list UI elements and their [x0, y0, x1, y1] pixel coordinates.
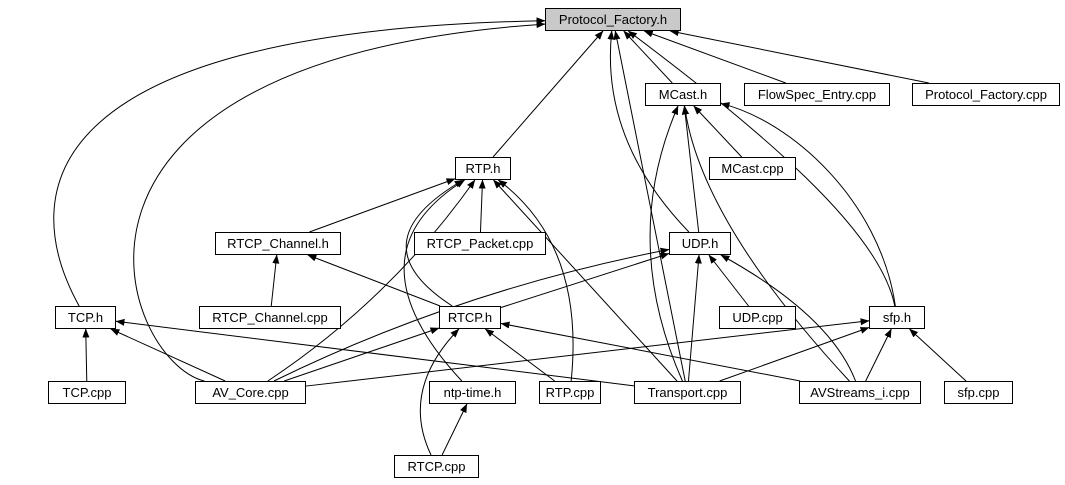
edge-udp-cpp-to-udp-h — [708, 254, 749, 307]
graph-node-protocol-factory-h[interactable]: Protocol_Factory.h — [545, 8, 681, 31]
edge-avstreams-i-cpp-to-mcast-h — [682, 105, 850, 382]
graph-node-flowspec-entry-cpp[interactable]: FlowSpec_Entry.cpp — [744, 83, 890, 106]
edge-sfp-h-to-mcast-h — [720, 102, 896, 307]
edge-av-core-cpp-to-tcp-h — [110, 328, 226, 382]
edge-ntp-time-h-to-rtp-h — [403, 179, 466, 382]
graph-node-mcast-cpp[interactable]: MCast.cpp — [709, 157, 796, 180]
edge-transport-cpp-to-tcp-h — [115, 318, 635, 387]
edge-rtcp-channel-h-to-rtp-h — [309, 178, 456, 233]
edge-udp-h-to-protocol-factory-h — [607, 30, 690, 233]
edge-flowspec-entry-cpp-to-protocol-factory-h — [643, 30, 786, 84]
edge-tcp-cpp-to-tcp-h — [82, 328, 90, 382]
graph-node-rtp-cpp[interactable]: RTP.cpp — [539, 381, 601, 404]
edge-av-core-cpp-to-sfp-h — [305, 318, 870, 387]
graph-node-transport-cpp[interactable]: Transport.cpp — [634, 381, 741, 404]
edge-udp-h-to-mcast-h — [681, 105, 700, 233]
edge-rtcp-h-to-udp-h — [500, 252, 670, 309]
graph-node-protocol-factory-cpp[interactable]: Protocol_Factory.cpp — [912, 83, 1060, 106]
edge-sfp-cpp-to-sfp-h — [909, 328, 967, 382]
edge-rtcp-cpp-to-ntp-time-h — [441, 403, 468, 456]
edge-avstreams-i-cpp-to-sfp-h — [865, 328, 892, 382]
edge-transport-cpp-to-sfp-h — [719, 327, 870, 382]
edge-av-core-cpp-to-rtp-h — [267, 179, 476, 382]
graph-node-rtcp-h[interactable]: RTCP.h — [439, 306, 501, 329]
graph-node-rtp-h[interactable]: RTP.h — [455, 157, 511, 180]
edge-av-core-cpp-to-protocol-factory-h — [133, 21, 546, 382]
graph-node-tcp-cpp[interactable]: TCP.cpp — [48, 381, 126, 404]
edge-av-core-cpp-to-rtcp-h — [283, 327, 440, 382]
graph-node-sfp-h[interactable]: sfp.h — [869, 306, 925, 329]
edge-mcast-cpp-to-mcast-h — [693, 105, 743, 158]
graph-node-rtcp-cpp[interactable]: RTCP.cpp — [394, 455, 479, 478]
edge-avstreams-i-cpp-to-rtcp-h — [500, 321, 801, 382]
graph-node-rtcp-channel-cpp[interactable]: RTCP_Channel.cpp — [199, 306, 341, 329]
edge-transport-cpp-to-protocol-factory-h — [613, 30, 686, 382]
edge-tcp-h-to-protocol-factory-h — [53, 17, 546, 307]
edge-sfp-h-to-protocol-factory-h — [627, 30, 896, 307]
graph-node-rtcp-channel-h[interactable]: RTCP_Channel.h — [215, 232, 341, 255]
graph-node-avstreams-i-cpp[interactable]: AVStreams_i.cpp — [799, 381, 921, 404]
graph-node-mcast-h[interactable]: MCast.h — [645, 83, 721, 106]
graph-node-udp-cpp[interactable]: UDP.cpp — [719, 306, 796, 329]
edge-avstreams-i-cpp-to-udp-h — [720, 254, 857, 382]
edge-transport-cpp-to-mcast-h — [649, 105, 683, 382]
edge-rtcp-h-to-rtp-h — [405, 179, 464, 307]
edge-rtcp-channel-cpp-to-rtcp-channel-h — [270, 254, 280, 307]
edge-mcast-h-to-protocol-factory-h — [623, 30, 673, 84]
graph-node-rtcp-packet-cpp[interactable]: RTCP_Packet.cpp — [414, 232, 546, 255]
edge-av-core-cpp-to-udp-h — [273, 247, 670, 382]
edge-rtp-h-to-protocol-factory-h — [492, 30, 604, 158]
edge-rtcp-cpp-to-rtcp-h — [419, 328, 460, 456]
edge-rtcp-h-to-rtcp-channel-h — [307, 254, 441, 307]
edge-rtp-cpp-to-rtcp-h — [484, 328, 555, 382]
graph-node-av-core-cpp[interactable]: AV_Core.cpp — [195, 381, 306, 404]
graph-node-udp-h[interactable]: UDP.h — [669, 232, 731, 255]
graph-node-sfp-cpp[interactable]: sfp.cpp — [944, 381, 1013, 404]
graph-node-tcp-h[interactable]: TCP.h — [55, 306, 116, 329]
edge-rtp-cpp-to-rtp-h — [497, 179, 574, 382]
edge-rtcp-packet-cpp-to-rtp-h — [478, 179, 486, 233]
graph-node-ntp-time-h[interactable]: ntp-time.h — [429, 381, 516, 404]
edge-protocol-factory-cpp-to-protocol-factory-h — [669, 29, 929, 84]
